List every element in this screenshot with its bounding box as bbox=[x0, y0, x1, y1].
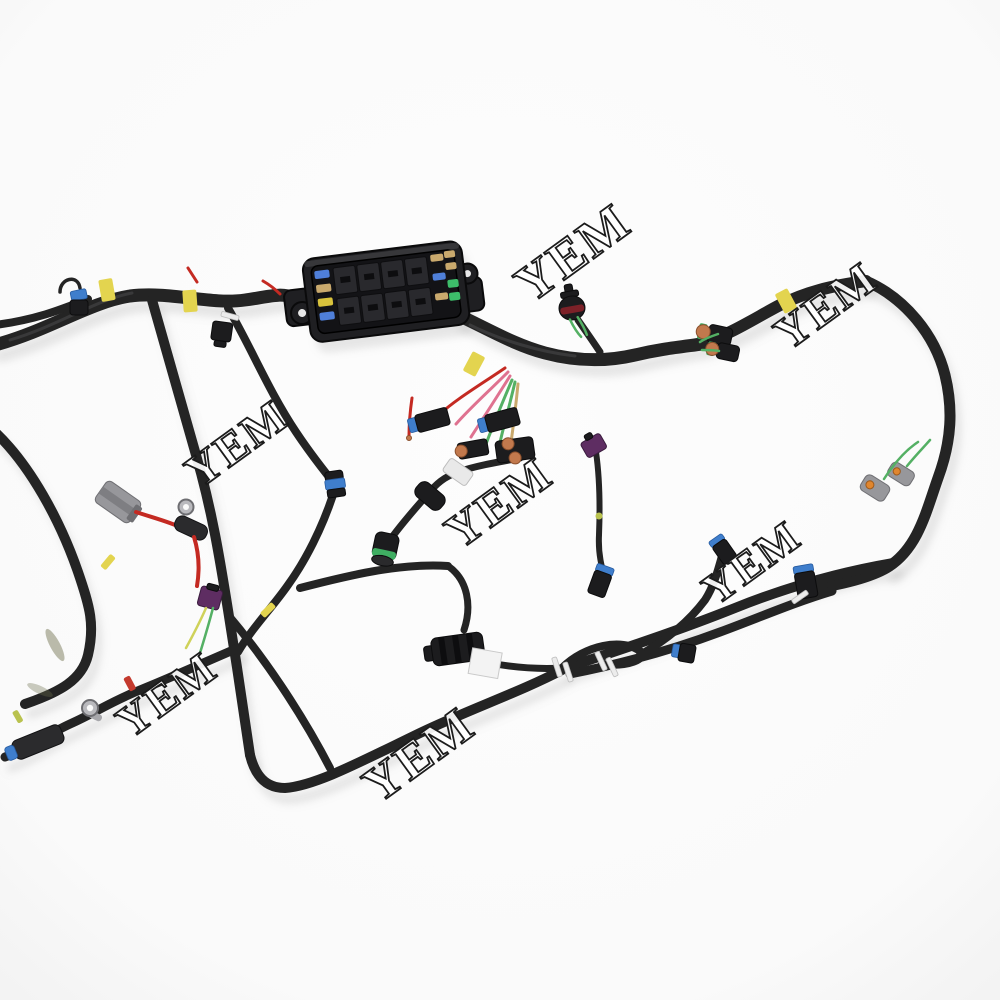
injector-connector bbox=[423, 631, 503, 680]
right-descender-cable bbox=[799, 275, 956, 596]
white-zip-tie bbox=[594, 650, 608, 672]
blue-seal-connector bbox=[324, 469, 347, 499]
white-zip-tie bbox=[605, 656, 619, 678]
red-wire-sliver bbox=[186, 266, 199, 284]
white-zip-tie bbox=[562, 661, 574, 683]
yellow-tie bbox=[260, 602, 276, 618]
round-sensor-connector bbox=[558, 283, 589, 339]
blue-seal-connector bbox=[407, 407, 451, 433]
label-tag bbox=[467, 647, 503, 680]
fuse-column-right-outer bbox=[443, 250, 461, 301]
fuse-tan bbox=[434, 292, 449, 301]
blue-seal-connector bbox=[671, 642, 697, 664]
rubber-boot bbox=[414, 481, 446, 511]
white-zip-tie bbox=[551, 656, 563, 678]
cluster-main-cable bbox=[560, 558, 898, 673]
fuse-blue bbox=[432, 272, 446, 281]
fuse-yellow bbox=[317, 297, 334, 307]
blue-seal-connector bbox=[792, 563, 819, 600]
purple-connector bbox=[580, 432, 607, 458]
bottom-sweep-cable bbox=[245, 665, 567, 793]
yellow-tape bbox=[463, 351, 485, 377]
blue-seal-connector bbox=[477, 407, 521, 433]
purple-connector bbox=[196, 582, 224, 611]
double-copper-connector bbox=[494, 436, 536, 465]
yellow-tape bbox=[775, 288, 797, 314]
relay-bank bbox=[332, 256, 434, 326]
wire-loop bbox=[58, 277, 82, 294]
white-zip-tie bbox=[791, 589, 809, 605]
fuse-green bbox=[448, 291, 461, 301]
fuse-green bbox=[447, 278, 459, 288]
branch-cable bbox=[224, 304, 337, 486]
green-mark bbox=[12, 710, 23, 723]
ring-terminal bbox=[177, 498, 195, 516]
harness-cables bbox=[0, 275, 956, 793]
white-sleeve bbox=[442, 458, 474, 486]
trunk-right-cable bbox=[451, 308, 709, 367]
blue-seal-connector bbox=[708, 533, 737, 565]
vertical-bundle-cable bbox=[147, 295, 255, 760]
rubber-boot bbox=[174, 515, 208, 541]
red-band bbox=[123, 675, 136, 692]
fuse-relay-box bbox=[283, 240, 486, 343]
gray-deutsch-connector bbox=[887, 461, 915, 487]
loose-red-wire bbox=[407, 396, 414, 438]
cluster-connectors bbox=[587, 533, 819, 664]
fuse-tan bbox=[443, 250, 456, 259]
deutsch-connector-green bbox=[371, 531, 400, 567]
weathered-smudge bbox=[45, 628, 65, 662]
gray-deutsch-connector bbox=[859, 474, 891, 502]
white-zip-tie bbox=[220, 311, 240, 321]
copper-ring-connector bbox=[454, 438, 490, 460]
blue-clip-connector bbox=[69, 288, 89, 316]
yellow-tie bbox=[100, 554, 116, 570]
drop-connector bbox=[210, 320, 234, 348]
cluster-loop-cable bbox=[558, 640, 646, 672]
fuse-column-right-inner bbox=[430, 253, 449, 301]
green-ring bbox=[371, 548, 396, 560]
boot-connector bbox=[4, 724, 65, 761]
yellow-tape bbox=[98, 278, 116, 302]
tape-and-ties bbox=[12, 278, 809, 723]
yellow-tape bbox=[182, 289, 198, 313]
yellow-mark bbox=[595, 512, 603, 520]
fuse-blue bbox=[314, 269, 330, 279]
fusible-link-connector bbox=[94, 480, 143, 524]
fuse-tan bbox=[316, 283, 332, 293]
ring-terminal bbox=[81, 699, 103, 722]
fuse-blue bbox=[319, 311, 335, 321]
fuse-tan bbox=[430, 253, 444, 262]
fuse-tan bbox=[445, 262, 457, 270]
dark-red-ring bbox=[560, 304, 585, 315]
fuse-column-left bbox=[314, 269, 335, 321]
stacked-copper-connectors bbox=[695, 323, 741, 363]
gray-deutsch-connectors bbox=[859, 438, 932, 502]
left-edge-cable bbox=[0, 429, 97, 709]
bundle-connectors bbox=[407, 407, 536, 465]
fusible-link-assembly bbox=[94, 480, 224, 655]
blue-seal-connector bbox=[587, 563, 615, 598]
